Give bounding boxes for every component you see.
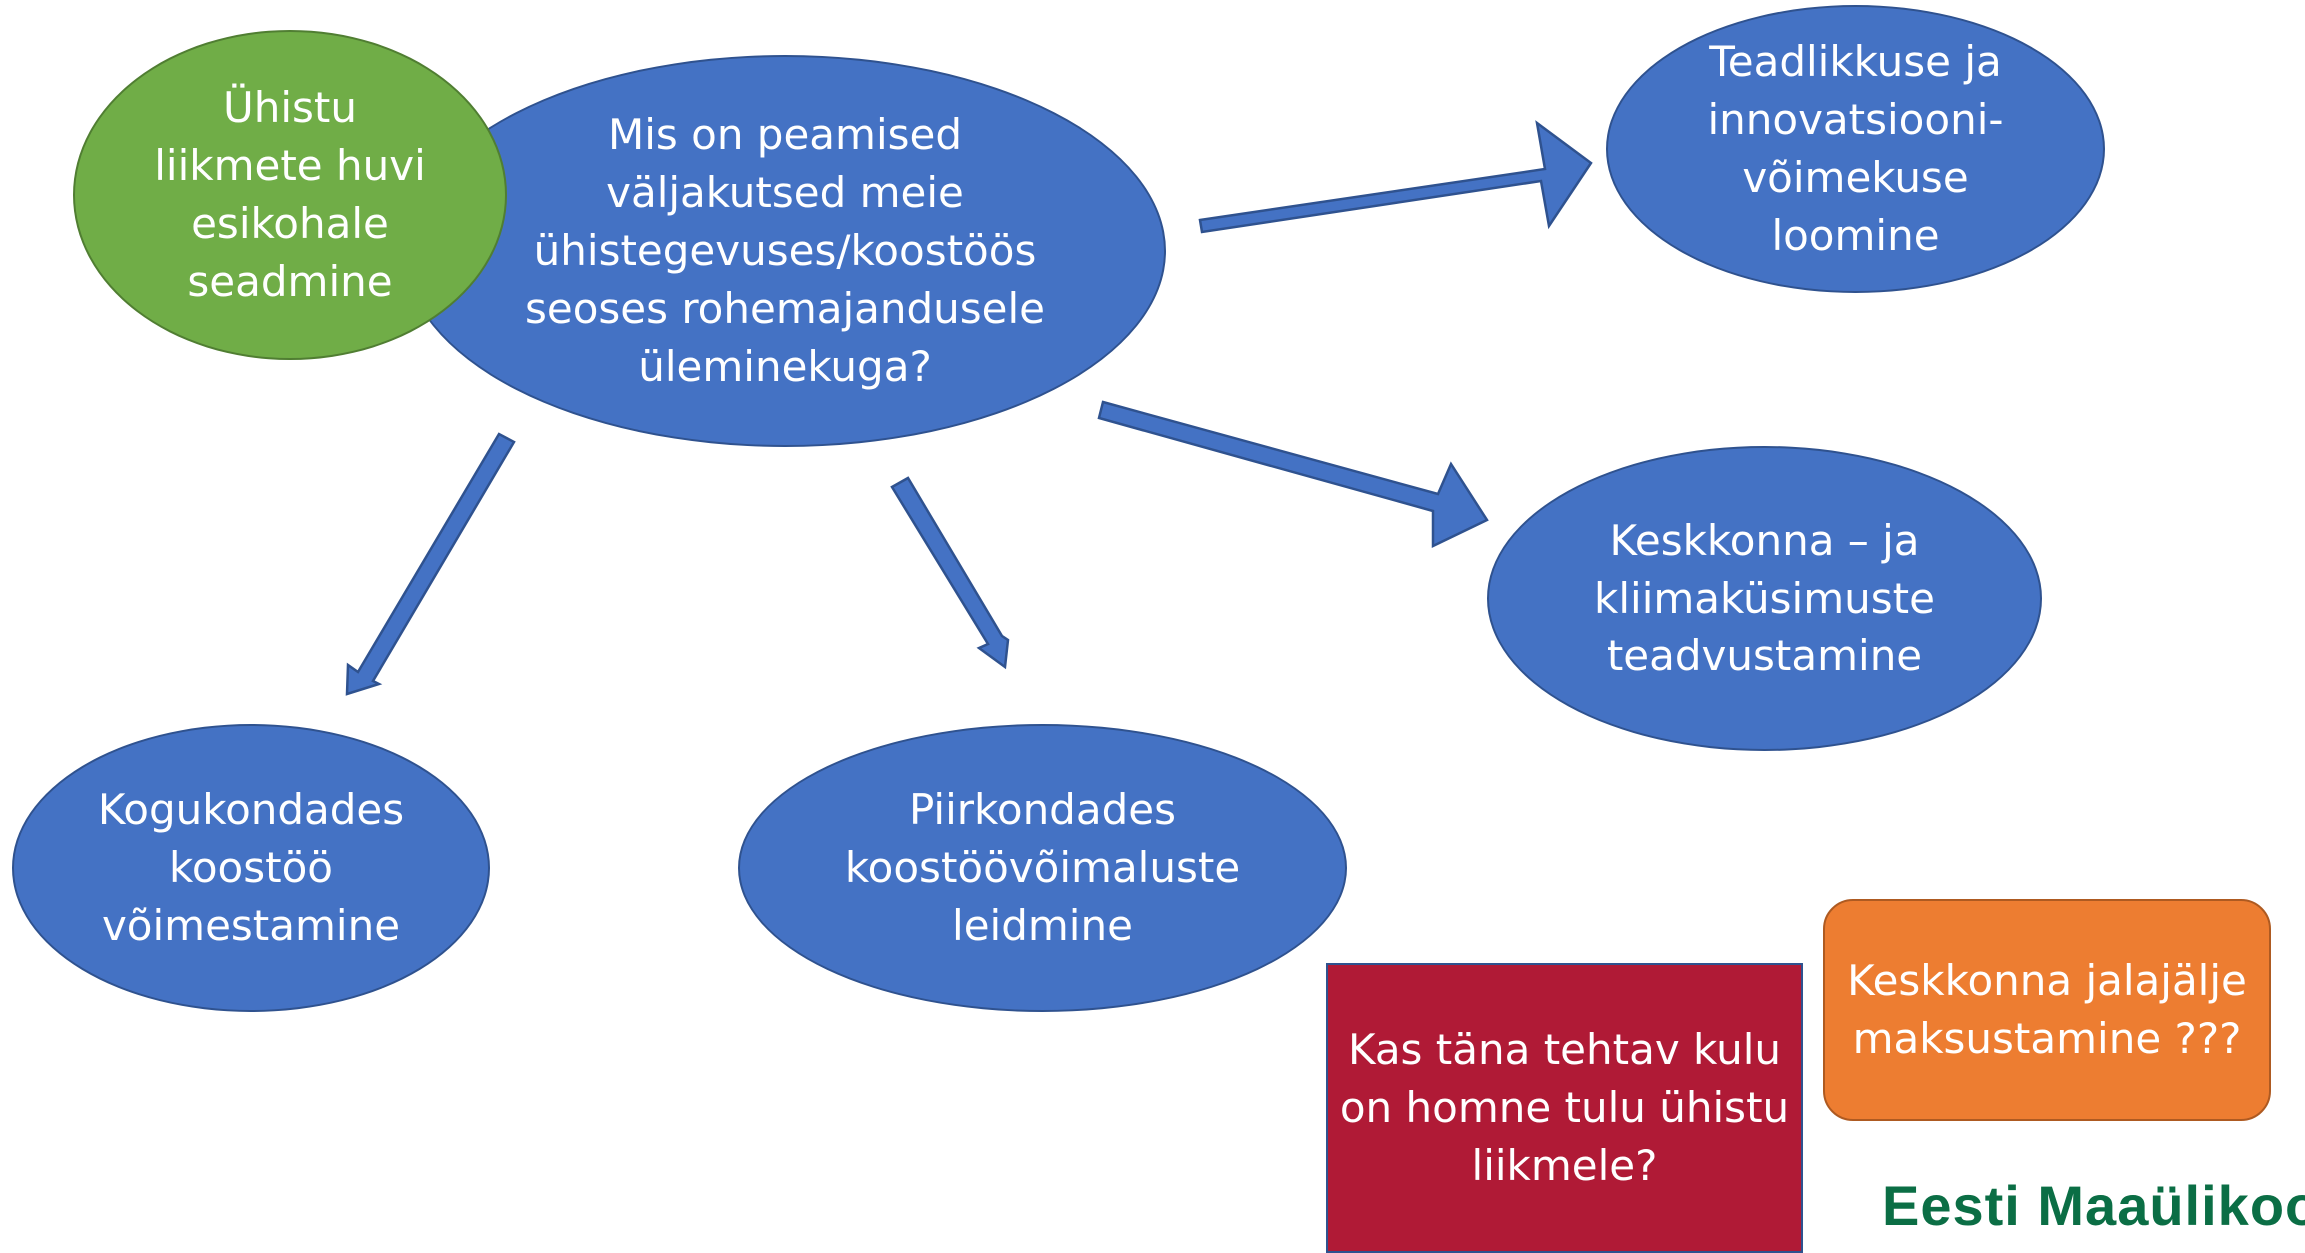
cost-question-box: Kas täna tehtav kulu on homne tulu ühist… [1326, 963, 1803, 1253]
awareness-innovation-ellipse: Teadlikkuse ja innovatsiooni- võimekuse … [1606, 5, 2105, 293]
environment-climate-label: Keskkonna – ja kliimaküsimuste teadvusta… [1594, 515, 1935, 681]
central-question-ellipse: Mis on peamised väljakutsed meie ühisteg… [404, 55, 1166, 447]
central-question-label: Mis on peamised väljakutsed meie ühisteg… [524, 110, 1046, 391]
member-interest-ellipse: Ühistu liikmete huvi esikohale seadmine [73, 30, 507, 360]
community-cooperation-ellipse: Kogukondades koostöö võimestamine [12, 724, 490, 1012]
regional-cooperation-ellipse: Piirkondades koostöövõimaluste leidmine [738, 724, 1347, 1012]
community-cooperation-label: Kogukondades koostöö võimestamine [97, 785, 405, 950]
member-interest-label: Ühistu liikmete huvi esikohale seadmine [154, 83, 426, 306]
arrow-to-awareness [1198, 120, 1593, 234]
regional-cooperation-label: Piirkondades koostöövõimaluste leidmine [844, 785, 1241, 950]
footprint-taxation-label: Keskkonna jalajälje maksustamine ??? [1847, 956, 2247, 1063]
environment-climate-ellipse: Keskkonna – ja kliimaküsimuste teadvusta… [1487, 446, 2042, 751]
footprint-taxation-box: Keskkonna jalajälje maksustamine ??? [1823, 899, 2271, 1121]
cost-question-label: Kas täna tehtav kulu on homne tulu ühist… [1339, 1025, 1790, 1190]
arrow-to-environment [1097, 400, 1489, 548]
arrow-to-community [345, 432, 516, 696]
awareness-innovation-label: Teadlikkuse ja innovatsiooni- võimekuse … [1707, 37, 2004, 260]
arrow-to-regional [890, 476, 1010, 670]
university-logo: Eesti Maaülikool [1882, 1174, 2305, 1237]
